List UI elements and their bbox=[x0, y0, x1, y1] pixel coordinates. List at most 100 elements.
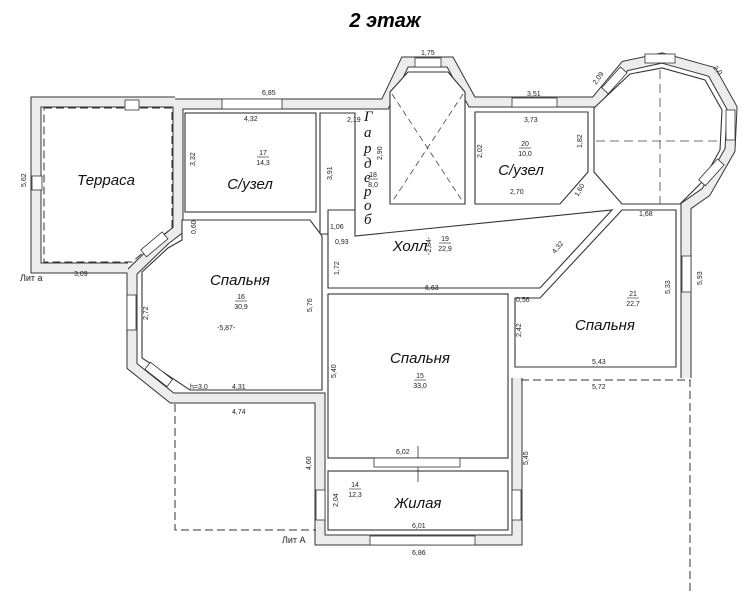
room-area: 8,0 bbox=[368, 182, 378, 189]
window bbox=[725, 109, 736, 141]
dimension-label: 2,72 bbox=[143, 306, 150, 320]
dimension-label: 0,93 bbox=[335, 239, 349, 246]
dimension-label: 4,31 bbox=[232, 384, 246, 391]
room-name-wardrobe: Г а р д е р о б bbox=[363, 109, 374, 228]
window bbox=[140, 231, 169, 258]
dimension-label: 2,90 bbox=[377, 146, 384, 160]
dimension-label: 4,74 bbox=[232, 409, 246, 416]
room-area: 14,3 bbox=[256, 160, 270, 167]
dimension-label: 2,19 bbox=[347, 117, 361, 124]
room-name-bedroom-16: Спальня bbox=[210, 272, 270, 289]
room-no: 19 bbox=[441, 236, 449, 243]
dimension-label: 3,91 bbox=[327, 166, 334, 180]
room-area: 33,0 bbox=[413, 383, 427, 390]
window bbox=[511, 97, 558, 108]
window bbox=[315, 489, 326, 521]
room-bath-17 bbox=[184, 112, 317, 213]
dimension-label: 3,09 bbox=[74, 271, 88, 278]
wardrobe-letter: е bbox=[364, 170, 371, 186]
dimension-label: 2,0 bbox=[711, 65, 723, 77]
open-space-mark bbox=[596, 70, 720, 204]
dimension-label: 3,73 bbox=[524, 117, 538, 124]
room-number-20: 20 10,0 bbox=[518, 141, 532, 158]
room-name-bath-20: С/узел bbox=[498, 162, 544, 179]
dimension-label: -5,87- bbox=[217, 325, 236, 332]
annex-outlines bbox=[174, 379, 691, 592]
window bbox=[511, 489, 522, 521]
dimension-label: 0,60 bbox=[191, 220, 198, 234]
room-number-16: 16 30,9 bbox=[234, 294, 248, 311]
room-bedroom-15 bbox=[327, 293, 509, 459]
dimension-label: h=3,0 bbox=[190, 384, 208, 391]
wardrobe-letter: д bbox=[364, 156, 372, 172]
room-name-bedroom-21: Спальня bbox=[575, 317, 635, 334]
room-bay bbox=[389, 71, 466, 205]
dimension-label: 5,62 bbox=[21, 173, 28, 187]
room-bedroom-21 bbox=[514, 209, 677, 368]
room-number-21: 21 22,7 bbox=[626, 291, 640, 308]
window bbox=[698, 158, 725, 187]
terrace: Терраса bbox=[31, 99, 173, 263]
room-name-living: Жилая bbox=[394, 495, 442, 512]
room-no: 20 bbox=[521, 141, 529, 148]
room-number-15: 15 33,0 bbox=[413, 373, 427, 390]
window bbox=[644, 53, 676, 64]
dimension-label: 3,51 bbox=[527, 91, 541, 98]
dimension-label: 5,43 bbox=[592, 359, 606, 366]
dimension-label: 1,82 bbox=[577, 134, 584, 148]
room-no: 18 bbox=[369, 172, 377, 179]
dimension-label: 2,04 bbox=[333, 493, 340, 507]
window bbox=[681, 255, 692, 293]
room-bedroom-16 bbox=[141, 219, 323, 391]
room-bath-20 bbox=[474, 111, 589, 205]
window bbox=[126, 294, 137, 331]
dimension-label: 6,02 bbox=[396, 449, 410, 456]
room-area: 22,7 bbox=[626, 301, 640, 308]
wardrobe-letter: о bbox=[364, 198, 372, 214]
room-number-14: 14 12,3 bbox=[348, 482, 362, 499]
room-no: 17 bbox=[259, 150, 267, 157]
dimension-label: 5,33 bbox=[665, 280, 672, 294]
dimension-label: 5,45 bbox=[523, 451, 530, 465]
room-no: 14 bbox=[351, 482, 359, 489]
window bbox=[414, 57, 442, 68]
room-number-18: 188,0 bbox=[368, 172, 378, 189]
room-no: 16 bbox=[237, 294, 245, 301]
lit-a-lower-label: Лит а bbox=[20, 273, 43, 283]
room-no: 15 bbox=[416, 373, 424, 380]
room-hall-19 bbox=[327, 209, 614, 289]
dimension-label: 5,93 bbox=[697, 271, 704, 285]
rooms bbox=[141, 67, 723, 531]
dimension-label: 4,32 bbox=[244, 116, 258, 123]
room-name-bedroom-15: Спальня bbox=[390, 350, 450, 367]
dimension-label: 3,32 bbox=[190, 152, 197, 166]
dimension-label: 6,86 bbox=[412, 550, 426, 557]
window bbox=[221, 98, 283, 110]
dimension-label: 5,40 bbox=[331, 364, 338, 378]
dimension-label: -2,84- bbox=[426, 236, 433, 255]
wardrobe-letter: а bbox=[364, 125, 372, 141]
dimension-label: 5,72 bbox=[592, 384, 606, 391]
dimension-label: 0,56 bbox=[516, 297, 530, 304]
dimension-label: 1,75 bbox=[421, 50, 435, 57]
dimension-label: 2,02 bbox=[477, 144, 484, 158]
window bbox=[601, 66, 628, 95]
room-area: 30,9 bbox=[234, 304, 248, 311]
dimension-label: 5,76 bbox=[307, 298, 314, 312]
room-name-terrace: Терраса bbox=[77, 172, 135, 189]
wardrobe-letter: р bbox=[363, 184, 372, 200]
dimension-label: 1,06 bbox=[330, 224, 344, 231]
room-area: 12,3 bbox=[348, 492, 362, 499]
lit-a-upper-label: Лит А bbox=[282, 535, 306, 545]
dimension-label: 2,42 bbox=[516, 323, 523, 337]
open-space-mark bbox=[391, 93, 464, 203]
room-area: 10,0 bbox=[518, 151, 532, 158]
dimension-label: 1,72 bbox=[334, 261, 341, 275]
dimension-label: 6,01 bbox=[412, 523, 426, 530]
wardrobe-letter: Г bbox=[363, 109, 374, 125]
dimension-label: 6,63 bbox=[425, 285, 439, 292]
room-no: 21 bbox=[629, 291, 637, 298]
